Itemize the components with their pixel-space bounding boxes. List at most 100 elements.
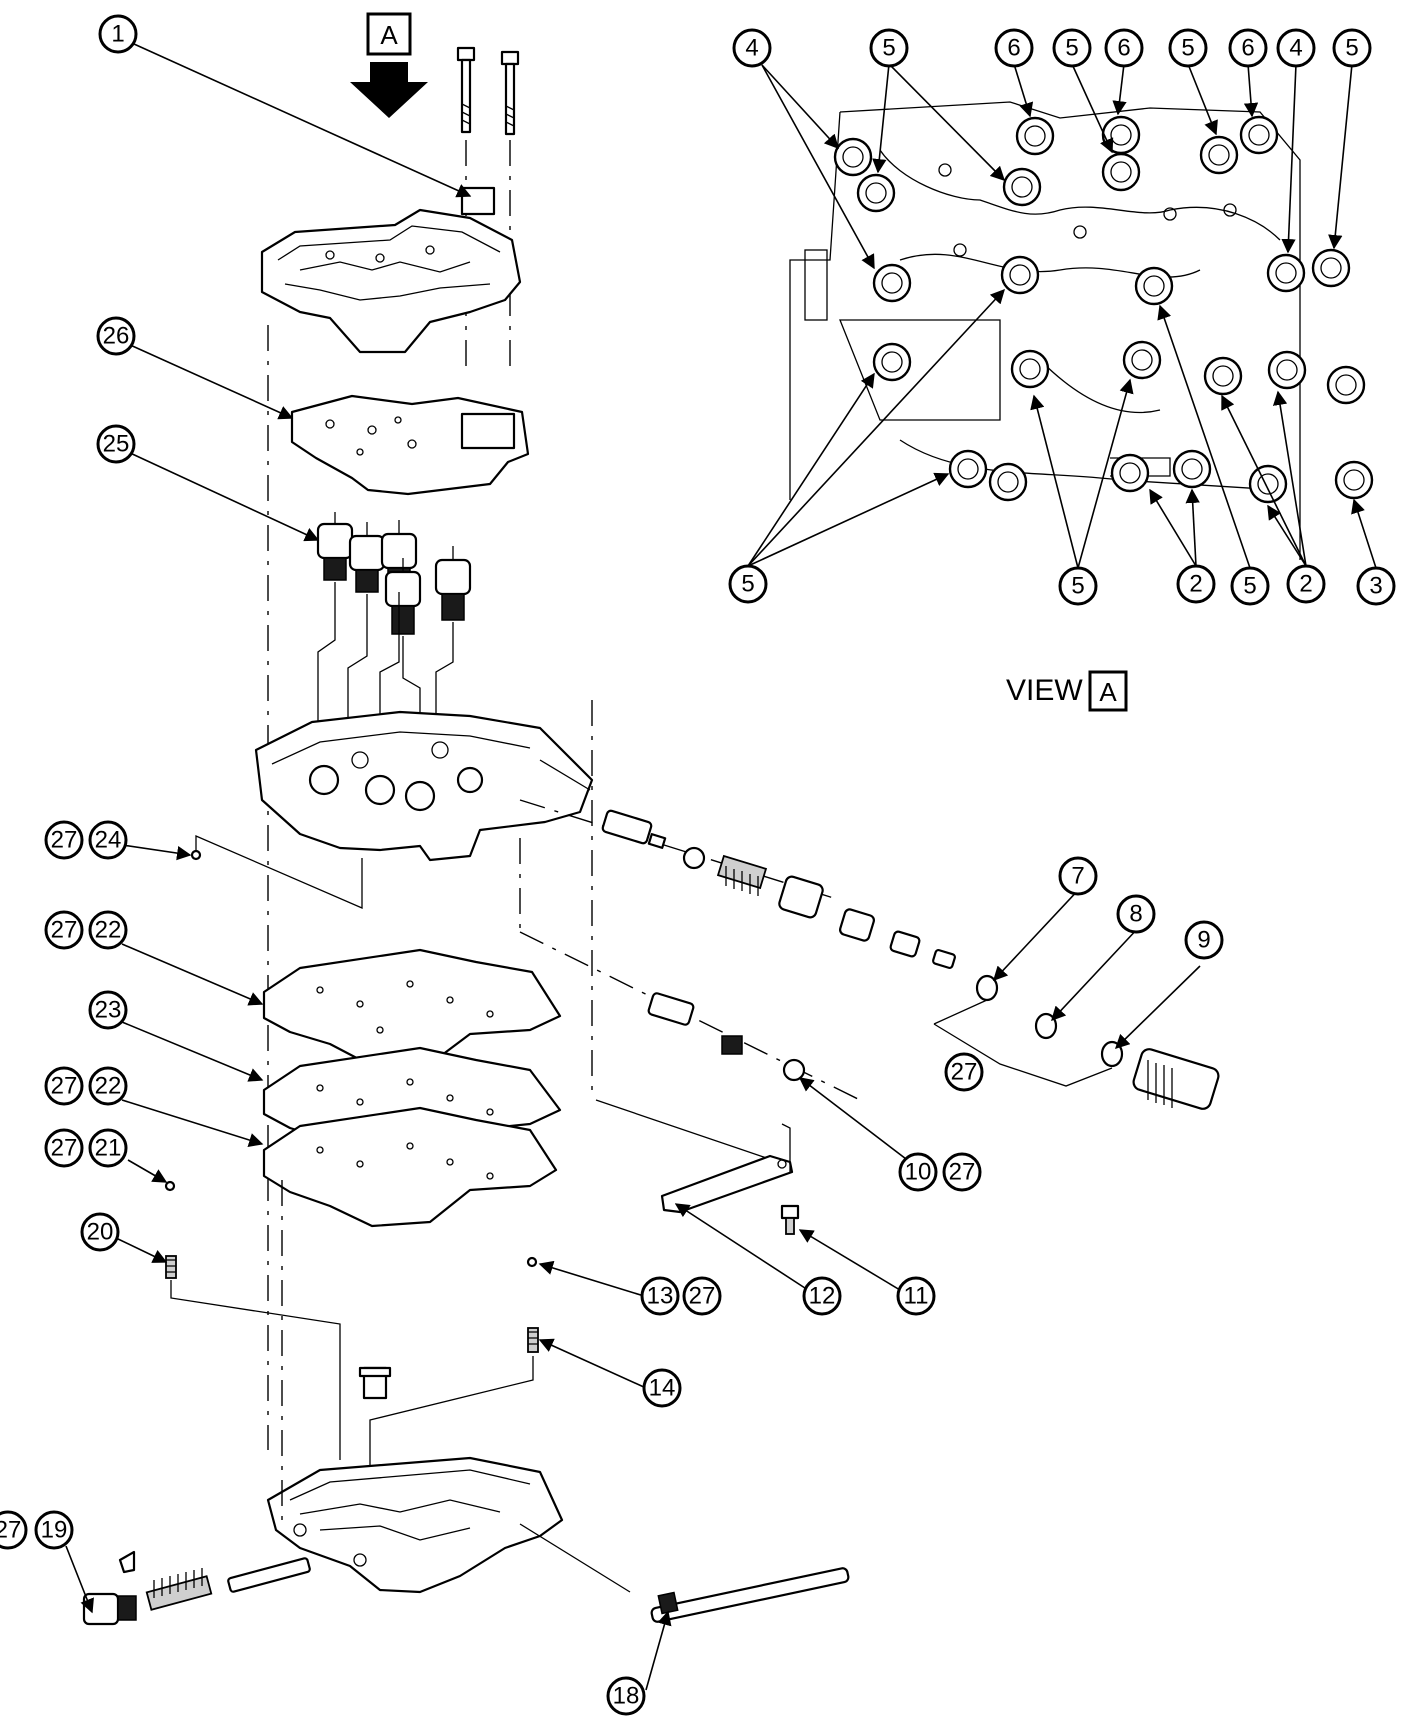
lower-valve-train <box>82 1550 311 1626</box>
callout-27: 27 <box>44 910 84 950</box>
callout-13: 13 <box>640 1276 680 1316</box>
hex-bolt-icon <box>1311 248 1351 288</box>
callout-5: 5 <box>1168 28 1208 68</box>
callout-7: 7 <box>1058 856 1098 896</box>
svg-text:22: 22 <box>95 1073 122 1100</box>
svg-text:4: 4 <box>745 35 758 62</box>
svg-text:27: 27 <box>51 917 78 944</box>
view-label-word: VIEW <box>1006 674 1083 707</box>
solenoid-icon <box>434 546 472 621</box>
callout-5: 5 <box>1058 566 1098 606</box>
callout-27: 27 <box>682 1276 722 1316</box>
svg-text:5: 5 <box>1071 573 1084 600</box>
svg-text:12: 12 <box>809 1283 836 1310</box>
svg-text:5: 5 <box>1065 35 1078 62</box>
solenoid-cover-plate <box>290 394 530 496</box>
hex-bolt-icon <box>1010 349 1050 389</box>
check-ball-13 <box>526 1256 538 1268</box>
svg-text:8: 8 <box>1129 901 1142 928</box>
solenoid-icon <box>316 512 354 581</box>
hex-bolt-icon <box>948 449 988 489</box>
hex-bolt-icon <box>1203 356 1243 396</box>
callout-4: 4 <box>1276 28 1316 68</box>
callout-5: 5 <box>1052 28 1092 68</box>
callout-6: 6 <box>1228 28 1268 68</box>
hex-bolt-icon <box>1015 116 1055 156</box>
svg-text:5: 5 <box>882 35 895 62</box>
svg-text:10: 10 <box>905 1159 932 1186</box>
callout-27: 27 <box>0 1510 28 1550</box>
spring-icon <box>527 1327 539 1353</box>
callout-8: 8 <box>1116 894 1156 934</box>
svg-text:5: 5 <box>1243 573 1256 600</box>
callouts: 1 26 25 27 24 27 22 23 27 22 27 21 20 27… <box>0 14 1396 1716</box>
svg-text:1: 1 <box>111 21 124 48</box>
svg-text:27: 27 <box>0 1517 21 1544</box>
valve-train-upper <box>519 799 1220 1110</box>
svg-text:19: 19 <box>41 1517 68 1544</box>
manual-valve-shaft <box>519 1523 850 1623</box>
svg-text:27: 27 <box>51 827 78 854</box>
callout-27: 27 <box>944 1052 984 1092</box>
svg-text:27: 27 <box>689 1283 716 1310</box>
svg-text:4: 4 <box>1289 35 1302 62</box>
hex-bolt-icon <box>1326 365 1366 405</box>
svg-text:25: 25 <box>103 431 130 458</box>
hex-bolt-icon <box>1248 464 1288 504</box>
hex-bolt-icon <box>780 1204 800 1235</box>
callout-10: 10 <box>898 1152 938 1192</box>
svg-text:24: 24 <box>95 827 122 854</box>
callout-9: 9 <box>1184 920 1224 960</box>
leader-lines <box>65 43 1201 1691</box>
svg-text:6: 6 <box>1117 35 1130 62</box>
view-label-letter: A <box>1099 677 1117 707</box>
callout-6: 6 <box>994 28 1034 68</box>
spring-icon <box>165 1255 177 1279</box>
callout-18: 18 <box>606 1676 646 1716</box>
hex-bolt-icon <box>1134 266 1174 306</box>
callout-27: 27 <box>942 1152 982 1192</box>
callout-21: 21 <box>88 1128 128 1168</box>
check-ball-24 <box>190 849 202 861</box>
hex-bolt-icon <box>1002 167 1042 207</box>
svg-text:27: 27 <box>951 1059 978 1086</box>
svg-text:5: 5 <box>741 571 754 598</box>
solenoid-icon <box>348 522 386 593</box>
hex-bolt-icon <box>833 137 873 177</box>
svg-text:11: 11 <box>904 1283 929 1310</box>
hex-bolt-icon <box>988 462 1028 502</box>
svg-text:20: 20 <box>87 1219 114 1246</box>
plug <box>358 1366 392 1400</box>
solenoid-icon <box>384 558 422 635</box>
callout-5: 5 <box>728 564 768 604</box>
svg-text:27: 27 <box>949 1159 976 1186</box>
gasket-22-lower <box>262 1106 558 1228</box>
hex-bolt-icon <box>1199 135 1239 175</box>
callout-5: 5 <box>1332 28 1372 68</box>
shift-solenoids <box>316 512 472 790</box>
callout-14: 14 <box>642 1368 682 1408</box>
hex-bolt-icon <box>872 263 912 303</box>
hex-bolt-icon <box>1334 460 1374 500</box>
svg-text:6: 6 <box>1007 35 1020 62</box>
view-a-detail <box>747 63 1377 569</box>
hex-bolt-icon <box>1172 449 1212 489</box>
svg-text:18: 18 <box>613 1683 640 1710</box>
callout-22: 22 <box>88 910 128 950</box>
view-a-arrow-letter: A <box>380 20 398 50</box>
callout-5: 5 <box>869 28 909 68</box>
callout-23: 23 <box>88 990 128 1030</box>
svg-text:2: 2 <box>1189 571 1202 598</box>
lower-valve-body <box>266 1180 564 1594</box>
spring-icon <box>145 1568 213 1611</box>
hex-bolt-icon <box>872 342 912 382</box>
hex-bolt-icon <box>1267 350 1307 390</box>
hex-bolt-icon <box>1266 253 1306 293</box>
middle-valve-body <box>254 700 594 1100</box>
callout-26: 26 <box>96 316 136 356</box>
detent-lever <box>660 1123 794 1214</box>
callout-24: 24 <box>88 820 128 860</box>
end-plug <box>1132 1048 1220 1110</box>
callout-12: 12 <box>802 1276 842 1316</box>
valve-train-lower <box>519 838 861 1167</box>
